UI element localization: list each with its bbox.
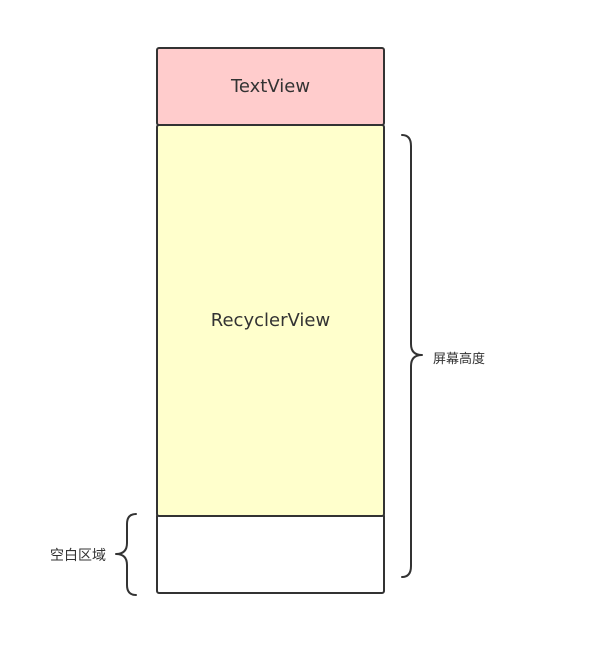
- empty-area-box: [156, 513, 385, 594]
- recyclerview-label: RecyclerView: [210, 310, 331, 331]
- textview-box: TextView: [156, 47, 385, 126]
- empty-area-brace: [115, 513, 137, 596]
- screen-height-brace: [401, 134, 423, 578]
- recyclerview-box: RecyclerView: [156, 124, 385, 517]
- empty-area-label: 空白区域: [50, 548, 106, 564]
- textview-label: TextView: [230, 76, 311, 97]
- screen-height-label: 屏幕高度: [433, 352, 486, 367]
